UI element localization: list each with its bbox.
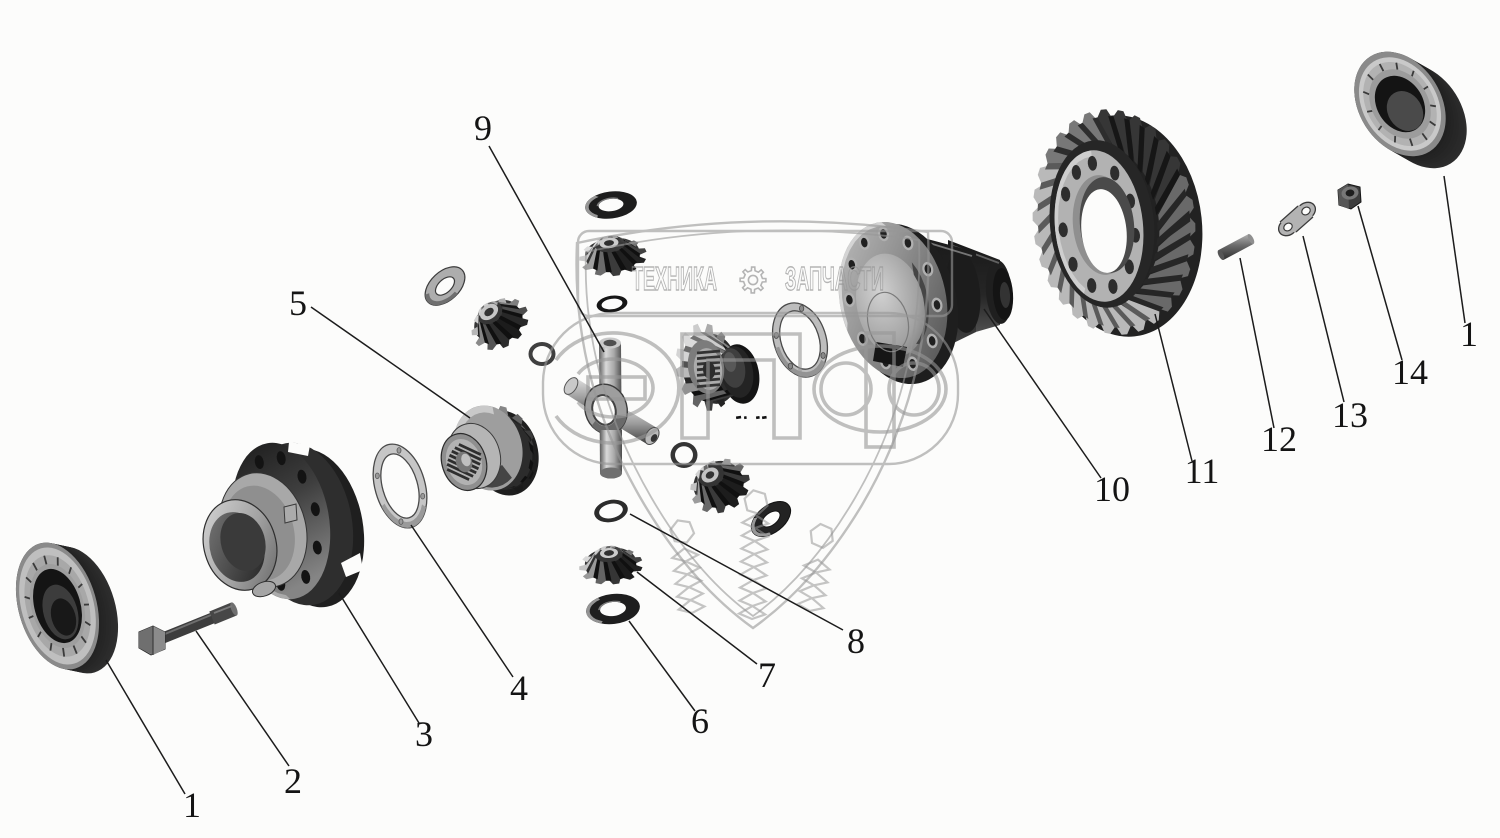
svg-text:3: 3 [415,714,433,754]
svg-text:10: 10 [1094,469,1130,509]
svg-text:14: 14 [1392,352,1428,392]
svg-text:7: 7 [758,655,776,695]
svg-text:ЗАПЧАСТИ: ЗАПЧАСТИ [785,260,884,297]
svg-text:5: 5 [289,283,307,323]
svg-text:1: 1 [183,785,201,825]
svg-text:9: 9 [474,108,492,148]
svg-text:11: 11 [1185,451,1220,491]
svg-text:4: 4 [510,668,528,708]
svg-text:6: 6 [691,701,709,741]
svg-text:13: 13 [1332,395,1368,435]
svg-text:2: 2 [284,761,302,801]
svg-text:12: 12 [1261,419,1297,459]
svg-text:1: 1 [1460,314,1478,354]
svg-text:ТЕХНИКА: ТЕХНИКА [632,260,717,297]
svg-text:8: 8 [847,621,865,661]
